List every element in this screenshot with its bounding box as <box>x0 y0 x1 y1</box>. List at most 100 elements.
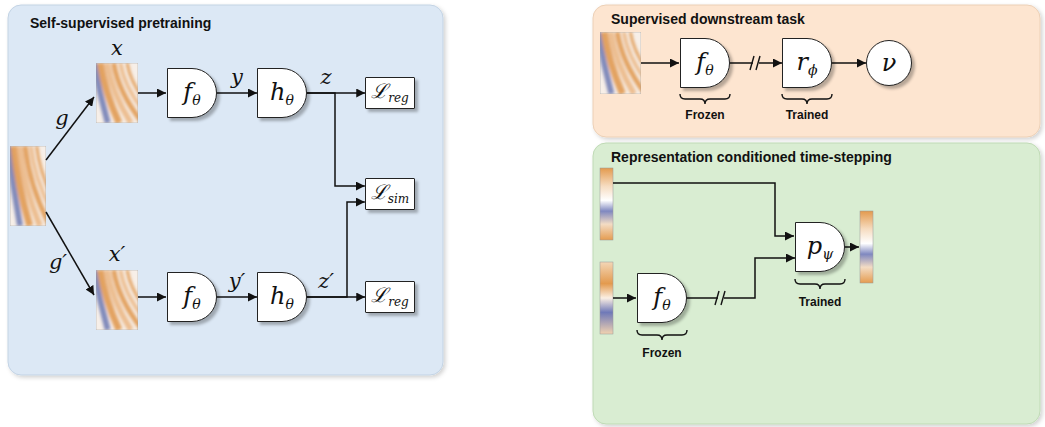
augment-arrow <box>46 97 94 160</box>
network-block: hθ <box>257 68 307 118</box>
break-stroke <box>721 291 725 305</box>
network-block: fθ <box>167 272 217 322</box>
heatmap-streak <box>19 146 40 226</box>
panel-heading: Supervised downstream task <box>611 11 805 27</box>
output-circle: ν <box>866 40 912 86</box>
panel-ground <box>8 5 443 375</box>
subscript: θ <box>192 295 200 311</box>
node-symbol: fθ <box>653 285 670 312</box>
loss-box: ℒreg <box>365 281 415 313</box>
status-label: Trained <box>786 108 829 122</box>
subscript: θ <box>705 61 713 77</box>
network-block: fθ <box>680 38 730 88</box>
edge-label: z <box>321 65 332 89</box>
subscript: θ <box>192 91 200 107</box>
connector-arrow <box>687 258 795 298</box>
heatmap-frame <box>10 146 46 226</box>
heatmap-frame <box>600 32 641 94</box>
variable-label: g′ <box>49 250 67 274</box>
connector-arrow <box>730 62 782 64</box>
break-mark <box>750 56 760 70</box>
heatmap-streaks <box>10 146 46 226</box>
input-arrow <box>613 297 636 299</box>
heatmap-streaks <box>96 270 138 330</box>
heatmap-frame <box>96 63 138 123</box>
stage-panel: fθhθℒregℒsimfθhθℒregSelf-supervised pret… <box>8 5 443 375</box>
node-symbol: fθ <box>696 50 713 77</box>
connector-arrow <box>217 296 257 298</box>
network-block: fθ <box>637 273 687 323</box>
network-block: rϕ <box>782 38 832 88</box>
output-arrow <box>845 246 859 248</box>
heatmap-frame <box>96 270 138 330</box>
connector-arrow <box>307 202 365 297</box>
connector-arrow <box>217 92 257 94</box>
break-stroke <box>715 291 719 305</box>
heatmap-streak <box>107 63 131 123</box>
break-mark <box>715 291 725 305</box>
break-stroke <box>756 56 760 70</box>
panel-heading: Self-supervised pretraining <box>30 15 211 31</box>
subscript: θ <box>286 91 294 107</box>
state-strip <box>860 211 873 283</box>
heatmap-streak <box>617 32 641 94</box>
subscript: θ <box>662 296 670 312</box>
node-symbol: fθ <box>183 284 200 311</box>
edge-label: z′ <box>318 269 334 293</box>
node-symbol: ℒsim <box>371 182 409 205</box>
input-arrow <box>138 92 166 94</box>
state-strip <box>600 262 613 334</box>
panel-heading: Representation conditioned time-stepping <box>611 149 892 165</box>
augment-arrow <box>46 212 94 295</box>
heatmap-streak <box>630 32 641 94</box>
curly-brace <box>795 279 845 289</box>
network-block: pψ <box>795 222 845 272</box>
subscript: ψ <box>822 245 833 261</box>
status-label: Trained <box>799 295 842 309</box>
loss-box: ℒreg <box>365 77 415 109</box>
node-symbol: hθ <box>270 80 294 107</box>
network-block: fθ <box>167 68 217 118</box>
panel-ground <box>593 143 1040 424</box>
input-arrow <box>641 62 679 64</box>
heatmap-streak <box>611 32 634 94</box>
node-symbol: ℒreg <box>371 285 409 308</box>
node-symbol: ν <box>882 51 897 75</box>
connector-arrow <box>832 62 866 64</box>
subscript: reg <box>388 92 409 106</box>
loss-box: ℒsim <box>365 178 415 210</box>
subscript: reg <box>388 296 409 310</box>
state-strip <box>600 168 613 240</box>
connector-arrow <box>307 93 365 186</box>
curly-brace <box>680 94 730 104</box>
heatmap <box>10 146 46 226</box>
heatmap <box>96 63 138 123</box>
heatmap-streaks <box>96 63 138 123</box>
heatmap-group <box>8 32 668 330</box>
status-label: Frozen <box>642 346 681 360</box>
state-arrow <box>613 183 794 236</box>
variable-label: x′ <box>109 242 126 266</box>
node-symbol: fθ <box>183 80 200 107</box>
heatmap-streak <box>114 270 138 330</box>
heatmap-streak <box>127 63 138 123</box>
panel-ground <box>593 5 1040 137</box>
variable-label: x <box>111 36 123 60</box>
heatmap-streak <box>25 146 46 226</box>
curly-brace <box>637 330 687 340</box>
heatmap-streak <box>37 146 46 226</box>
heatmap-streak <box>114 63 138 123</box>
heatmap-streak <box>107 270 131 330</box>
subscript: sim <box>388 193 409 207</box>
brace-group <box>637 94 845 340</box>
node-symbol: rϕ <box>796 50 817 77</box>
node-symbol: pψ <box>807 234 833 261</box>
status-label: Frozen <box>685 108 724 122</box>
input-arrow <box>138 296 166 298</box>
edge-label: y <box>231 65 243 89</box>
heatmap-streaks <box>600 32 641 94</box>
node-symbol: ℒreg <box>371 81 409 104</box>
edge-label: y′ <box>229 269 246 293</box>
subscript: ϕ <box>808 61 818 77</box>
